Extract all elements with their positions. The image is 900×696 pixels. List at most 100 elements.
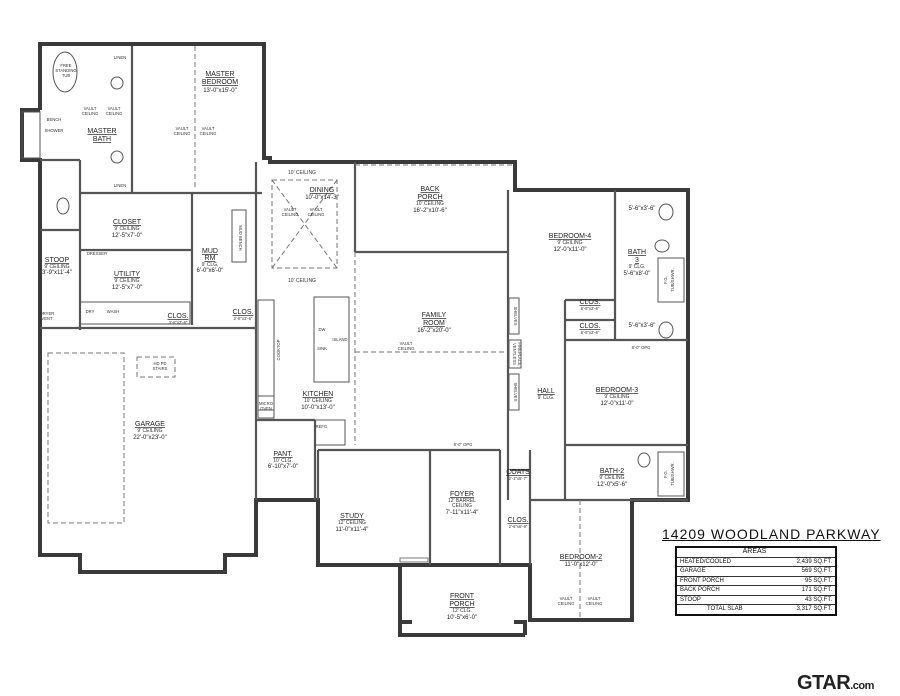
svg-text:CLOSET: CLOSET	[113, 219, 142, 226]
svg-text:VENT: VENT	[41, 316, 53, 321]
row-value: 569 SQ.FT.	[775, 566, 836, 577]
annotations: VAULT CEILING VAULT CEILING VAULT CEILIN…	[40, 55, 675, 606]
room-front-porch: FRONT PORCH 12' CLG. 10'-5"x6'-0"	[447, 593, 477, 621]
mud-bench	[231, 209, 247, 263]
svg-text:FIREPLACE: FIREPLACE	[517, 342, 522, 365]
svg-text:12'-5"x7'-0": 12'-5"x7'-0"	[112, 285, 142, 291]
kitchen-counter	[257, 299, 275, 411]
svg-text:COOKTOP: COOKTOP	[276, 339, 281, 360]
svg-text:6'-10"x7'-0": 6'-10"x7'-0"	[268, 464, 298, 470]
svg-text:11'-0"x12'-0": 11'-0"x12'-0"	[564, 562, 597, 568]
svg-text:12'-0"x11'-0": 12'-0"x11'-0"	[600, 401, 633, 407]
interior-walls	[40, 46, 688, 565]
svg-text:CEILING: CEILING	[282, 212, 299, 217]
svg-text:9' CEILING: 9' CEILING	[114, 226, 139, 232]
svg-text:SINK: SINK	[317, 346, 327, 351]
svg-text:LINEN: LINEN	[114, 55, 126, 60]
svg-text:DINING: DINING	[310, 187, 335, 194]
svg-text:RM: RM	[205, 255, 216, 262]
sink	[110, 150, 124, 164]
row-value: 95 SQ.FT.	[775, 576, 836, 586]
room-bedroom-3: BEDROOM-3 9' CEILING 12'-0"x11'-0"	[596, 387, 639, 407]
svg-text:3'-6"x2'-6": 3'-6"x2'-6"	[169, 320, 188, 325]
svg-text:LINEN: LINEN	[114, 183, 126, 188]
svg-text:CLOS.: CLOS.	[232, 309, 253, 316]
svg-text:CEILING: CEILING	[452, 503, 472, 509]
row-value: 2,439 SQ.FT.	[775, 557, 836, 567]
room-bedroom-4: BEDROOM-4 9' CEILING 12'-0"x11'-0"	[549, 233, 592, 253]
svg-text:DRESSER: DRESSER	[87, 251, 107, 256]
svg-text:VAULT: VAULT	[310, 207, 323, 212]
room-clos-utility: CLOS. 3'-6"x2'-6"	[167, 313, 188, 325]
svg-text:12' CEILING: 12' CEILING	[338, 520, 366, 526]
room-coats: COATS 2'-1"x5'-7"	[506, 469, 530, 481]
room-bedroom-2: BEDROOM-2 11'-0"x12'-0"	[560, 554, 603, 568]
svg-text:2'-6"x6'-6": 2'-6"x6'-6"	[509, 524, 528, 529]
svg-text:9' CEILING: 9' CEILING	[599, 475, 624, 481]
svg-text:5'-6"x8'-0": 5'-6"x8'-0"	[624, 271, 651, 277]
svg-text:STANDING: STANDING	[55, 68, 76, 73]
svg-text:12'-0"x5'-6": 12'-0"x5'-6"	[597, 482, 627, 488]
logo-text: GTAR	[797, 672, 851, 694]
gtar-logo: GTAR.com	[797, 672, 874, 695]
fireplace	[508, 339, 522, 369]
micro-oven	[257, 395, 275, 419]
room-clos-kitchen: CLOS. 2'-6"x3'-6"	[232, 309, 253, 321]
svg-text:STAIRS: STAIRS	[153, 366, 168, 371]
svg-text:FREE: FREE	[60, 63, 71, 68]
row-label: FRONT PORCH	[676, 576, 776, 586]
svg-text:BATH: BATH	[628, 249, 646, 256]
sink	[110, 76, 124, 90]
svg-text:PORCH: PORCH	[449, 601, 474, 608]
svg-text:9' CEILING: 9' CEILING	[114, 278, 139, 284]
svg-text:TUB/SHWR.: TUB/SHWR.	[670, 268, 675, 292]
svg-text:MUD BENCH: MUD BENCH	[238, 225, 243, 250]
room-clos-b3: CLOS. 6'-6"x2'-6"	[579, 323, 600, 335]
svg-text:8'-0" OPG: 8'-0" OPG	[454, 442, 473, 447]
svg-text:MASTER: MASTER	[205, 71, 234, 78]
room-foyer: FOYER 12' BARREL CEILING 7'-11"x11'-4"	[446, 491, 479, 516]
svg-text:6'-6"x2'-6": 6'-6"x2'-6"	[581, 306, 600, 311]
svg-text:10' CEILING: 10' CEILING	[288, 170, 316, 176]
svg-text:DRY: DRY	[86, 309, 95, 314]
svg-text:F.G.: F.G.	[663, 470, 668, 478]
svg-text:16'-2"x20'-0": 16'-2"x20'-0"	[417, 328, 451, 334]
svg-text:CEILING: CEILING	[174, 131, 191, 136]
svg-text:UTILITY: UTILITY	[114, 271, 140, 278]
svg-text:CLOS.: CLOS.	[167, 313, 188, 320]
svg-text:BEDROOM: BEDROOM	[202, 79, 238, 86]
svg-text:PANT.: PANT.	[273, 451, 292, 458]
svg-text:WASH: WASH	[107, 309, 119, 314]
svg-text:2'-6"x3'-6": 2'-6"x3'-6"	[234, 316, 253, 321]
svg-text:SHELVES: SHELVES	[513, 382, 518, 401]
sink	[658, 203, 674, 221]
svg-text:DRYER: DRYER	[40, 311, 55, 316]
svg-text:CEILING: CEILING	[82, 111, 99, 116]
svg-text:MICRO: MICRO	[259, 401, 274, 406]
svg-text:STUDY: STUDY	[340, 513, 364, 520]
room-pantry: PANT. 10' CLG. 6'-10"x7'-0"	[268, 451, 298, 470]
shelves	[508, 373, 520, 411]
svg-text:CEILING: CEILING	[308, 212, 325, 217]
toilet	[56, 197, 70, 215]
fixtures	[21, 51, 685, 497]
logo-suffix: .com	[850, 680, 874, 692]
svg-text:2'-1"x5'-7": 2'-1"x5'-7"	[509, 476, 528, 481]
svg-text:ISLAND: ISLAND	[332, 337, 347, 342]
room-utility: UTILITY 9' CEILING 12'-5"x7'-0"	[112, 271, 142, 291]
svg-text:10' CEILING: 10' CEILING	[304, 398, 332, 404]
svg-text:10'-0"x13'-0": 10'-0"x13'-0"	[301, 405, 335, 411]
svg-text:13'-0"x15'-0": 13'-0"x15'-0"	[203, 88, 237, 94]
svg-text:6'-0"x6'-0": 6'-0"x6'-0"	[197, 268, 224, 274]
svg-text:VAULT: VAULT	[560, 596, 573, 601]
svg-text:9' CEILING: 9' CEILING	[137, 428, 162, 434]
shower	[21, 111, 41, 159]
svg-text:KITCHEN: KITCHEN	[303, 391, 334, 398]
svg-text:8'-0" OPG: 8'-0" OPG	[632, 345, 651, 350]
svg-text:REFG.: REFG.	[316, 424, 329, 429]
svg-text:CEILING: CEILING	[586, 601, 603, 606]
